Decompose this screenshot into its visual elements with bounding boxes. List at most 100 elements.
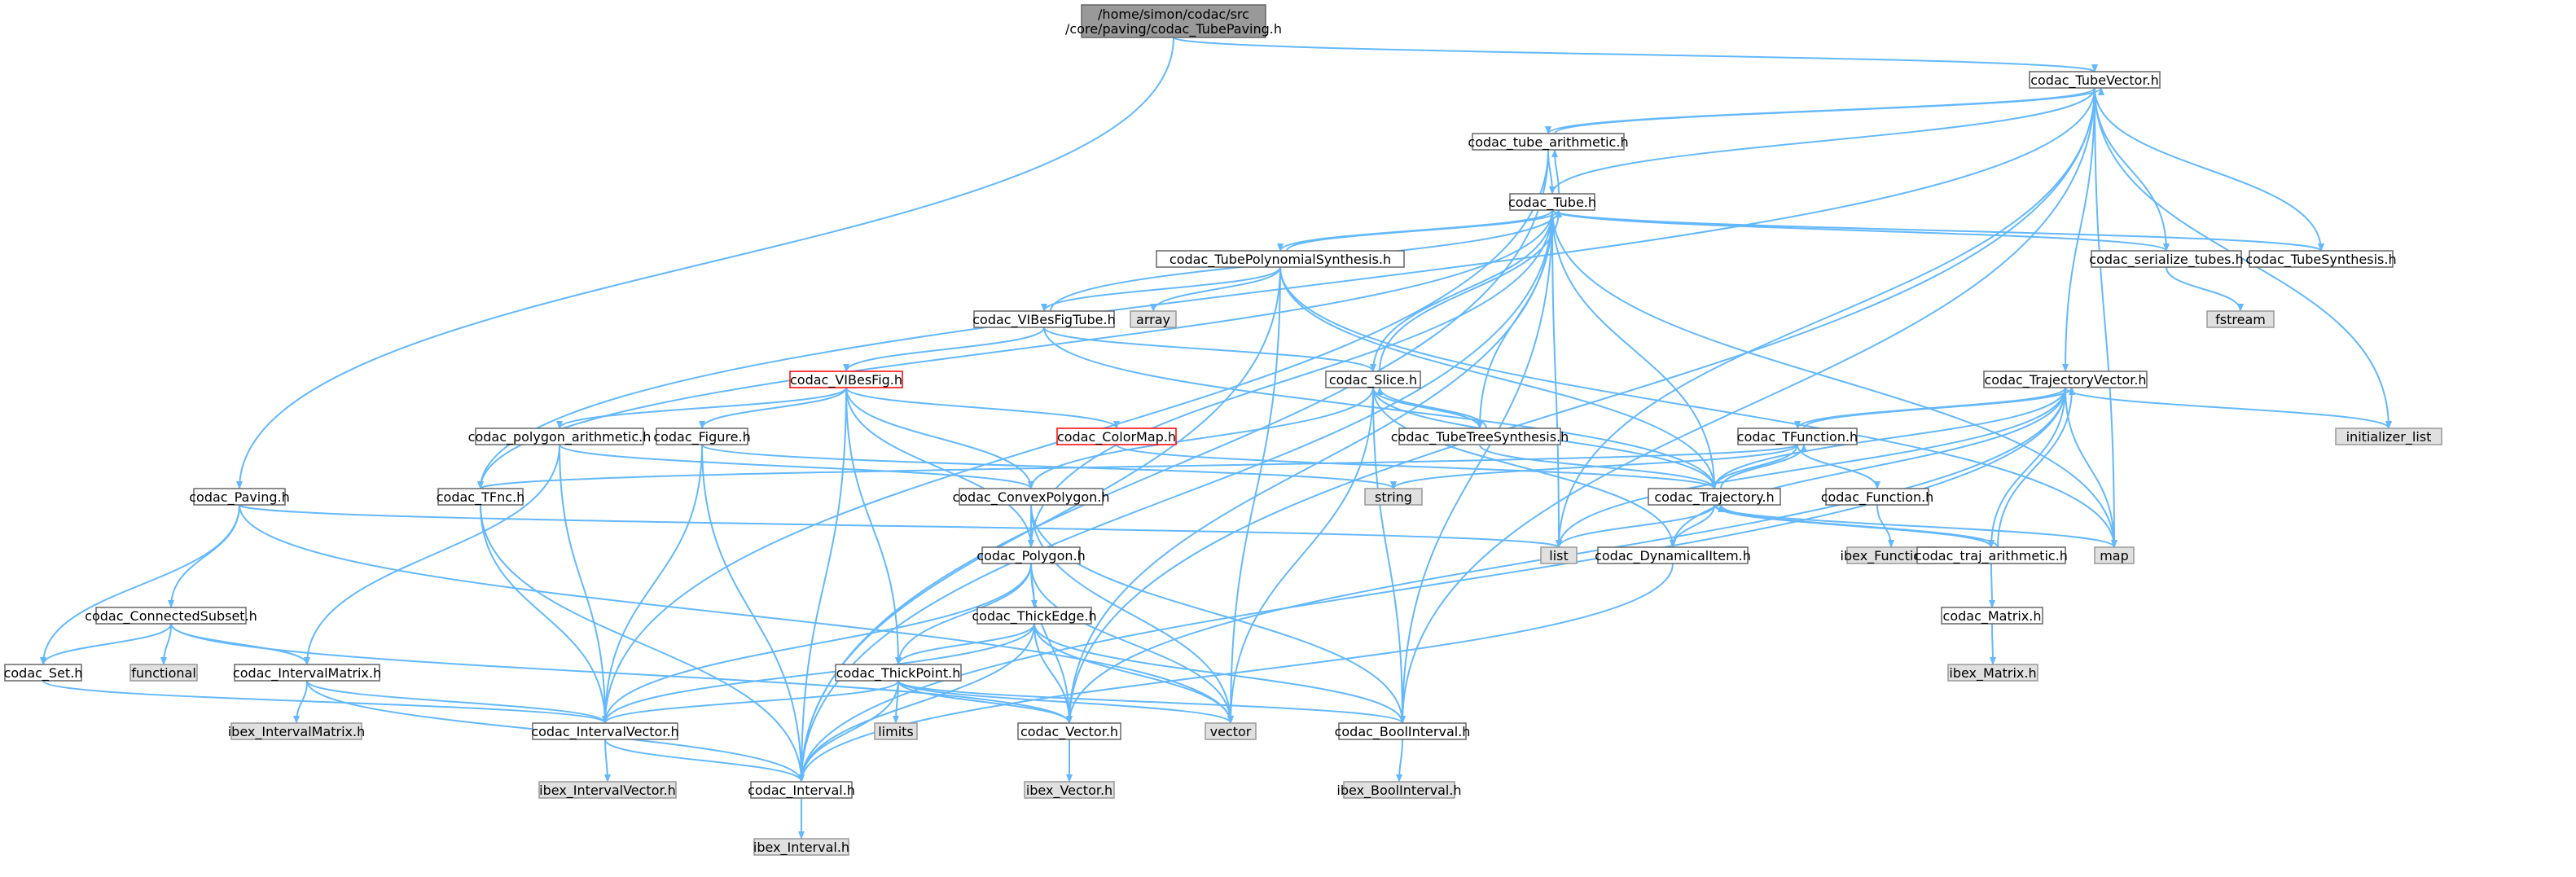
- node-box-thickpoint: [835, 664, 962, 682]
- node-box-ibexmatrix: [1947, 664, 2038, 682]
- edge-tubevector-to-trajvector: [2062, 87, 2095, 372]
- node-map: map: [2094, 546, 2135, 564]
- node-serialize[interactable]: codac_serialize_tubes.h: [2089, 250, 2244, 268]
- edge-tubepoly-to-tube: [1286, 209, 1562, 252]
- node-box-functional: [129, 664, 198, 682]
- edge-boolinterval-to-ibexbool: [1396, 739, 1403, 783]
- node-polyarith[interactable]: codac_polygon_arithmetic.h: [468, 428, 652, 445]
- edge-vibesfig-to-polygon: [845, 387, 1034, 548]
- node-ivvector[interactable]: codac_IntervalVector.h: [531, 722, 679, 740]
- edge-dynitem-to-interval: [798, 563, 1674, 783]
- edge-trajarith-to-trajectory: [1718, 504, 1999, 548]
- node-box-vibesfig: [789, 371, 903, 388]
- node-dynitem[interactable]: codac_DynamicalItem.h: [1595, 546, 1751, 564]
- node-box-tubesynth: [2249, 250, 2394, 268]
- edge-tubevector-to-tube: [1549, 87, 2095, 195]
- node-tube[interactable]: codac_Tube.h: [1508, 193, 1596, 211]
- node-box-fstream: [2206, 310, 2275, 328]
- edge-vibesfigtube-to-vibesfig: [843, 327, 1045, 372]
- edge-trajectory-to-tfunction: [1720, 444, 1807, 489]
- edge-tube-to-list: [1551, 209, 1562, 548]
- node-box-matrix: [1941, 607, 2043, 625]
- edge-trajectory-to-dynitem: [1670, 504, 1715, 548]
- node-box-boolinterval: [1338, 722, 1467, 740]
- node-tubearith[interactable]: codac_tube_arithmetic.h: [1468, 133, 1629, 151]
- node-box-initlist: [2335, 428, 2442, 445]
- node-box-interval: [750, 781, 853, 799]
- edge-ivmatrix-to-ivvector: [306, 680, 608, 724]
- node-list: list: [1540, 546, 1578, 564]
- node-convexpoly[interactable]: codac_ConvexPolygon.h: [952, 488, 1110, 506]
- node-vibesfig[interactable]: codac_VIBesFig.h: [789, 371, 903, 388]
- node-ivmatrix[interactable]: codac_IntervalMatrix.h: [233, 664, 381, 682]
- node-box-tube: [1509, 193, 1595, 211]
- node-label-limits: limits: [878, 724, 914, 739]
- node-label-boolinterval: codac_BoolInterval.h: [1335, 724, 1471, 740]
- edge-vibesfigtube-to-slice: [1043, 327, 1376, 372]
- node-tfunction[interactable]: codac_TFunction.h: [1737, 428, 1858, 445]
- node-box-ibexivmatrix: [230, 722, 362, 740]
- node-paving[interactable]: codac_Paving.h: [189, 488, 290, 506]
- edge-connected-to-vector: [170, 623, 1073, 724]
- node-tubetree[interactable]: codac_TubeTreeSynthesis.h: [1391, 428, 1569, 445]
- node-box-trajvector: [1983, 371, 2148, 388]
- edge-colormap-to-trajectory: [1116, 444, 1718, 489]
- edge-tfnc-to-interval: [480, 504, 805, 783]
- node-box-paving: [193, 488, 286, 506]
- node-root[interactable]: /home/simon/codac/src/core/paving/codac_…: [1065, 4, 1282, 38]
- node-polygon[interactable]: codac_Polygon.h: [976, 546, 1086, 564]
- node-label-ibexfunction: ibex_Function.h: [1841, 548, 1942, 564]
- node-colormap[interactable]: codac_ColorMap.h: [1056, 428, 1177, 445]
- edge-slice-to-stdvector: [1227, 387, 1374, 724]
- edge-vibesfig-to-convexpoly: [845, 387, 1034, 489]
- edge-polygon-to-ivvector: [602, 563, 1032, 724]
- node-label-dynitem: codac_DynamicalItem.h: [1595, 548, 1751, 564]
- node-function[interactable]: codac_Function.h: [1821, 488, 1934, 506]
- node-thickedge[interactable]: codac_ThickEdge.h: [972, 607, 1097, 625]
- node-label-root: /home/simon/codac/src: [1098, 7, 1249, 22]
- node-label-matrix: codac_Matrix.h: [1943, 608, 2042, 625]
- node-slice[interactable]: codac_Slice.h: [1325, 371, 1421, 388]
- node-figure[interactable]: codac_Figure.h: [653, 428, 751, 445]
- node-vector[interactable]: codac_Vector.h: [1017, 722, 1121, 740]
- node-vibesfigtube[interactable]: codac_VIBesFigTube.h: [972, 310, 1116, 328]
- node-set[interactable]: codac_Set.h: [4, 664, 83, 682]
- edge-ivmatrix-to-ibexivmatrix: [293, 680, 308, 724]
- node-connected[interactable]: codac_ConnectedSubset.h: [85, 607, 257, 625]
- edge-thickedge-to-vector: [1033, 623, 1073, 724]
- node-trajarith[interactable]: codac_traj_arithmetic.h: [1915, 546, 2068, 564]
- node-label-function: codac_Function.h: [1821, 489, 1934, 506]
- edge-trajvector-to-list: [1556, 387, 2066, 548]
- node-tubesynth[interactable]: codac_TubeSynthesis.h: [2245, 250, 2397, 268]
- node-box-connected: [95, 607, 247, 625]
- edge-tfunction-to-trajvector: [1803, 387, 2075, 429]
- node-box-string: [1364, 488, 1423, 506]
- edge-tube-to-tubearith: [1551, 149, 1560, 195]
- node-label-paving: codac_Paving.h: [189, 489, 290, 506]
- node-thickpoint[interactable]: codac_ThickPoint.h: [835, 664, 962, 682]
- node-box-ivmatrix: [234, 664, 380, 682]
- node-ibexinterval: ibex_Interval.h: [753, 838, 849, 856]
- edge-slice-to-convexpoly: [1028, 387, 1374, 489]
- node-trajvector[interactable]: codac_TrajectoryVector.h: [1983, 371, 2148, 388]
- node-matrix[interactable]: codac_Matrix.h: [1941, 607, 2043, 625]
- node-label-thickpoint: codac_ThickPoint.h: [836, 665, 961, 682]
- edge-tube-to-trajectory: [1551, 209, 1718, 489]
- node-tubevector[interactable]: codac_TubeVector.h: [2029, 71, 2161, 89]
- node-tfnc[interactable]: codac_TFnc.h: [437, 488, 524, 506]
- edge-tfnc-to-ivvector: [480, 504, 608, 724]
- node-functional: functional: [129, 664, 198, 682]
- node-label-array: array: [1136, 312, 1170, 327]
- node-boolinterval[interactable]: codac_BoolInterval.h: [1335, 722, 1471, 740]
- node-label-functional: functional: [131, 665, 196, 681]
- edge-tfunction-to-string: [1390, 444, 1798, 489]
- node-interval[interactable]: codac_Interval.h: [748, 781, 855, 799]
- node-label-tube: codac_Tube.h: [1508, 195, 1596, 211]
- edge-trajarith-to-matrix: [1988, 563, 1995, 608]
- node-tubepoly[interactable]: codac_TubePolynomialSynthesis.h: [1156, 250, 1405, 268]
- edge-vibesfigtube-to-trajectory: [1043, 327, 1718, 489]
- node-box-polyarith: [475, 428, 644, 445]
- edge-polyarith-to-convexpoly: [559, 444, 1034, 489]
- edge-tube-to-tubesynth: [1551, 209, 2324, 252]
- node-trajectory[interactable]: codac_Trajectory.h: [1648, 488, 1781, 506]
